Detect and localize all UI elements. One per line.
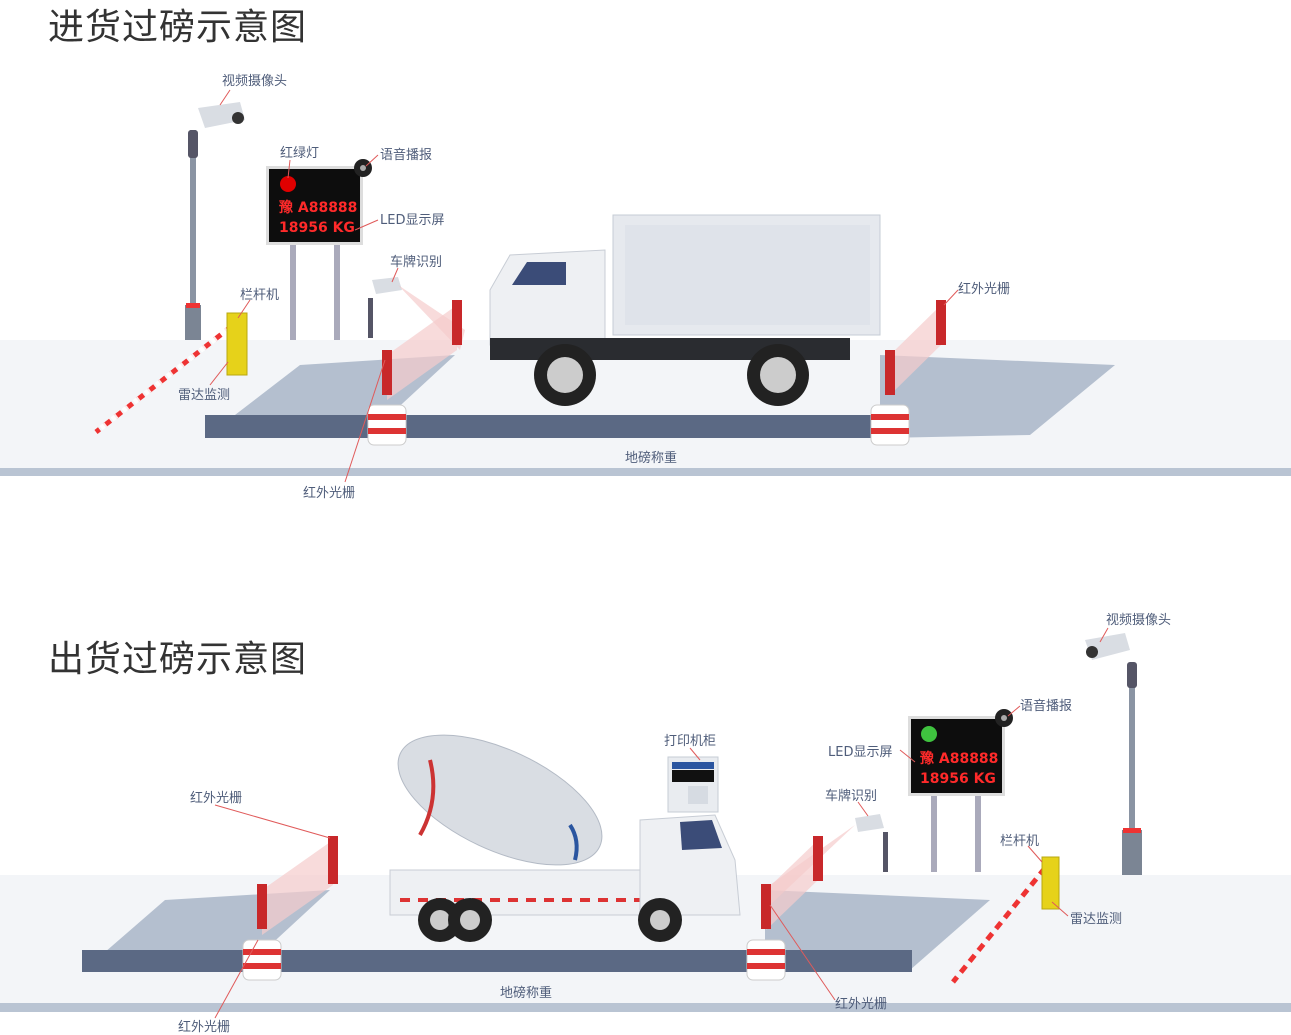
label-scale: 地磅称重 — [500, 986, 553, 1001]
label-barrier: 栏杆机 — [1000, 834, 1040, 849]
inbound-title: 进货过磅示意图 — [48, 7, 308, 48]
led-plate-text: 豫 A88888 — [279, 200, 358, 216]
label-speaker: 语音播报 — [380, 148, 433, 163]
led-weight-text: 18956 KG — [279, 220, 355, 236]
inbound-diagram — [0, 89, 1291, 483]
label-plate: 车牌识别 — [390, 255, 443, 270]
barrier-gate — [951, 856, 1060, 984]
outbound-title: 出货过磅示意图 — [48, 639, 308, 680]
label-radar: 雷达监测 — [1070, 912, 1123, 927]
leader-lines — [214, 627, 1109, 1019]
infrared-gratings — [367, 300, 946, 446]
box-truck — [489, 214, 881, 406]
traffic-light-red-icon — [280, 176, 296, 192]
led-sign — [908, 709, 1013, 872]
label-barrier: 栏杆机 — [240, 288, 280, 303]
led-sign — [266, 159, 372, 340]
label-ir-right: 红外光栅 — [958, 282, 1011, 297]
led-plate-text: 豫 A88888 — [920, 751, 999, 767]
outbound-diagram — [0, 627, 1291, 1019]
road-edge — [0, 468, 1291, 476]
label-plate: 车牌识别 — [825, 789, 878, 804]
label-scale: 地磅称重 — [625, 451, 678, 466]
printer-cabinet — [667, 756, 719, 813]
label-camera: 视频摄像头 — [222, 74, 288, 89]
road-edge — [0, 1003, 1291, 1012]
label-ir-right: 红外光栅 — [835, 997, 888, 1012]
mixer-truck — [389, 734, 741, 942]
label-ir-bottom: 红外光栅 — [303, 486, 356, 501]
camera-pole — [1085, 633, 1142, 875]
led-weight-text: 18956 KG — [920, 771, 996, 787]
label-radar: 雷达监测 — [178, 388, 231, 403]
label-led: LED显示屏 — [380, 213, 445, 228]
label-printer: 打印机柜 — [664, 734, 717, 749]
label-led: LED显示屏 — [828, 745, 893, 760]
label-speaker: 语音播报 — [1020, 699, 1073, 714]
label-ir-left: 红外光栅 — [190, 791, 243, 806]
barrier-gate — [94, 312, 248, 434]
traffic-light-green-icon — [921, 726, 937, 742]
camera-pole — [185, 102, 245, 340]
leader-lines — [209, 89, 959, 483]
label-camera: 视频摄像头 — [1106, 613, 1172, 628]
label-traffic-light: 红绿灯 — [280, 146, 320, 161]
label-ir-bottom: 红外光栅 — [178, 1020, 231, 1035]
road — [0, 340, 1291, 470]
